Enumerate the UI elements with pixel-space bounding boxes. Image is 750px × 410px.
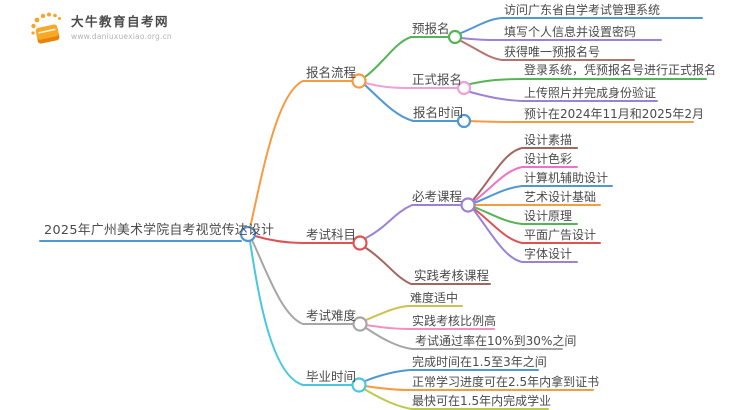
connector: [365, 204, 461, 239]
connector: [249, 240, 353, 386]
branch-label-graduation-time[interactable]: 毕业时间: [306, 369, 357, 384]
leaf-item[interactable]: 计算机辅助设计: [524, 171, 609, 185]
node-label-required-courses[interactable]: 必考课程: [412, 189, 463, 204]
leaf-item[interactable]: 最快可在1.5年内完成学业: [412, 394, 552, 408]
leaf-item[interactable]: 考试通过率在10%到30%之间: [415, 334, 577, 348]
node-label-registration-time[interactable]: 报名时间: [413, 105, 464, 120]
node-circle-exam-subjects[interactable]: [352, 235, 368, 251]
node-circle-exam-difficulty[interactable]: [352, 316, 368, 332]
leaf-item[interactable]: 上传照片并完成身份验证: [524, 86, 657, 100]
leaf-item[interactable]: 设计原理: [524, 209, 573, 223]
leaf-item[interactable]: 字体设计: [524, 247, 573, 261]
node-label-formal-registration[interactable]: 正式报名: [412, 72, 463, 87]
connector: [472, 208, 578, 263]
logo-url: www.daniuxuexiao.org.cn: [71, 32, 172, 41]
connector: [364, 369, 539, 382]
connector: [364, 36, 449, 78]
leaf-item[interactable]: 实践考核比例高: [412, 314, 497, 328]
logo: 大牛教育自考网 www.daniuxuexiao.org.cn: [28, 10, 172, 48]
leaf-item[interactable]: 获得唯一预报名号: [504, 45, 601, 59]
connector: [251, 239, 354, 325]
connector: [254, 235, 354, 244]
connector: [365, 247, 491, 285]
leaf-item[interactable]: 设计素描: [524, 133, 573, 147]
node-circle-registration-time[interactable]: [456, 113, 472, 129]
connector: [460, 17, 703, 34]
connector: [460, 37, 662, 41]
connector: [249, 80, 353, 229]
central-topic-label[interactable]: 2025年广州美术学院自考视觉传达设计: [44, 223, 275, 238]
book-icon: [31, 12, 61, 44]
connector: [365, 305, 463, 321]
branch-label-exam-subjects[interactable]: 考试科目: [306, 227, 357, 242]
leaf-item[interactable]: 填写个人信息并设置密码: [504, 25, 637, 39]
connector: [365, 327, 563, 350]
connector: [469, 120, 694, 123]
connector: [460, 40, 635, 61]
logo-title: 大牛教育自考网: [71, 14, 170, 29]
leaf-item[interactable]: 预计在2024年11月和2025年2月: [524, 107, 704, 121]
node-circle-registration-process[interactable]: [351, 73, 367, 89]
connector: [364, 82, 458, 89]
node-circle-graduation-time[interactable]: [351, 377, 367, 393]
leaf-item[interactable]: 访问广东省自学考试管理系统: [504, 3, 661, 17]
connector: [473, 185, 613, 204]
connector: [472, 147, 578, 201]
logo-text: 大牛教育自考网 www.daniuxuexiao.org.cn: [71, 10, 172, 42]
connector: [469, 91, 658, 102]
leaf-item[interactable]: 正常学习进度可在2.5年内拿到证书: [412, 375, 600, 389]
node-circle-pre-registration[interactable]: [447, 29, 463, 45]
connector: [472, 166, 578, 203]
branch-label-registration-process[interactable]: 报名流程: [306, 65, 357, 80]
connector: [364, 84, 458, 122]
connector: [364, 385, 594, 391]
leaf-item[interactable]: 难度适中: [410, 291, 459, 305]
leaf-item[interactable]: 登录系统，凭预报名号进行正式报名: [524, 63, 717, 77]
connector: [469, 78, 707, 85]
node-circle-formal-registration[interactable]: [456, 80, 472, 96]
node-circle-required-courses[interactable]: [460, 197, 476, 213]
node-label-practical-assessment-courses[interactable]: 实践考核课程: [414, 268, 490, 283]
connector: [472, 207, 601, 244]
leaf-item[interactable]: 设计色彩: [524, 152, 573, 166]
leaf-item[interactable]: 平面广告设计: [524, 228, 597, 242]
branch-label-exam-difficulty[interactable]: 考试难度: [306, 308, 357, 323]
leaf-item[interactable]: 艺术设计基础: [524, 190, 597, 204]
connector: [473, 206, 578, 225]
connector: [363, 388, 549, 410]
node-label-pre-registration[interactable]: 预报名: [412, 21, 450, 36]
leaf-item[interactable]: 完成时间在1.5至3年之间: [412, 355, 547, 369]
connector: [365, 324, 495, 330]
node-circle-central[interactable]: [239, 225, 257, 243]
